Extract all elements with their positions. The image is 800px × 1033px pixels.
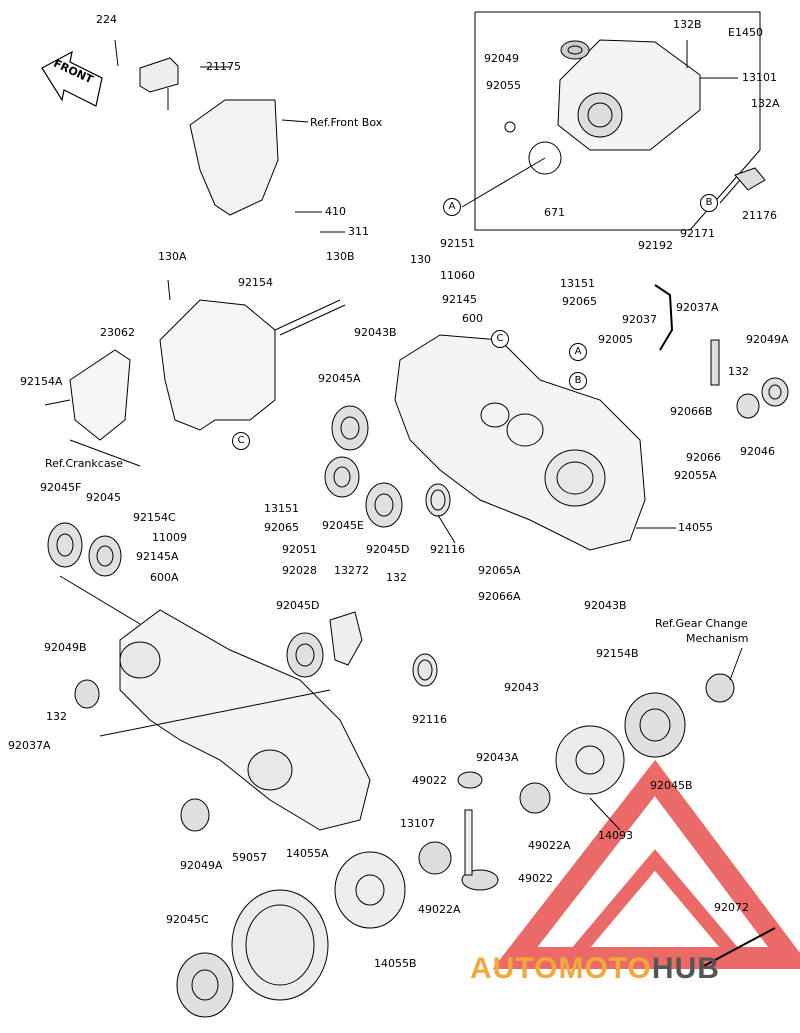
part-label-92037A-lower: 92037A [8,739,51,752]
part-label-92154C: 92154C [133,511,176,524]
part-label-92045E: 92045E [322,519,364,532]
part-label-92043B-lower: 92043B [584,599,627,612]
part-label-92045D: 92045D [366,543,410,556]
inset-frame [474,11,761,231]
part-label-92028: 92028 [282,564,317,577]
part-label-11060: 11060 [440,269,475,282]
diagram-code: E1450 [728,26,763,39]
part-label-14055A: 14055A [286,847,329,860]
part-label-224: 224 [96,13,117,26]
part-label-92043B: 92043B [354,326,397,339]
part-label-92037: 92037 [622,313,657,326]
ref-crankcase: Ref.Crankcase [45,457,124,470]
part-label-92049: 92049 [484,52,519,65]
part-label-92045A: 92045A [318,372,361,385]
part-label-21176: 21176 [742,209,777,222]
callout-a-case: A [569,343,587,361]
part-label-49022A-lower: 49022A [418,903,461,916]
part-label-92065A: 92065A [478,564,521,577]
part-label-92051: 92051 [282,543,317,556]
part-label-11009: 11009 [152,531,187,544]
part-label-92171: 92171 [680,227,715,240]
part-label-92045F: 92045F [40,481,82,494]
part-label-671: 671 [544,206,565,219]
part-label-92116-lower: 92116 [412,713,447,726]
part-label-132-lower: 132 [386,571,407,584]
callout-a: A [443,198,461,216]
part-label-92045B: 92045B [650,779,693,792]
part-label-92005: 92005 [598,333,633,346]
part-label-49022: 49022 [412,774,447,787]
part-label-92045C: 92045C [166,913,209,926]
part-label-132: 132 [728,365,749,378]
part-label-92049A: 92049A [746,333,789,346]
ref-front-box: Ref.Front Box [310,116,383,129]
part-label-92154B: 92154B [596,647,639,660]
part-label-132-left: 132 [46,710,67,723]
callout-b: B [700,194,718,212]
part-label-13151: 13151 [560,277,595,290]
part-label-49022A: 49022A [528,839,571,852]
part-label-410: 410 [325,205,346,218]
part-label-14093: 14093 [598,829,633,842]
part-label-13107: 13107 [400,817,435,830]
part-label-92145A: 92145A [136,550,179,563]
part-label-132B: 132B [673,18,702,31]
part-label-92154A: 92154A [20,375,63,388]
part-label-311: 311 [348,225,369,238]
part-label-92065: 92065 [562,295,597,308]
part-label-14055: 14055 [678,521,713,534]
part-label-13272: 13272 [334,564,369,577]
part-label-92049A-lower: 92049A [180,859,223,872]
part-label-92116: 92116 [430,543,465,556]
watermark-part2: HUB [651,952,720,985]
part-label-92145: 92145 [442,293,477,306]
part-label-92049B: 92049B [44,641,87,654]
part-label-92037A: 92037A [676,301,719,314]
part-label-132A: 132A [751,97,780,110]
watermark-part1: AUTOMOTO [470,952,652,985]
part-label-21175: 21175 [206,60,241,73]
part-label-92065-lower: 92065 [264,521,299,534]
part-label-92055A: 92055A [674,469,717,482]
callout-c-case: C [491,330,509,348]
part-label-13101: 13101 [742,71,777,84]
watermark-logo [492,759,800,969]
part-label-130A: 130A [158,250,187,263]
part-label-92055: 92055 [486,79,521,92]
part-label-130: 130 [410,253,431,266]
part-label-600A: 600A [150,571,179,584]
part-label-92043A: 92043A [476,751,519,764]
part-label-92066: 92066 [686,451,721,464]
part-label-92072: 92072 [714,901,749,914]
callout-c-frame: C [232,432,250,450]
callout-b-case: B [569,372,587,390]
part-label-92154: 92154 [238,276,273,289]
part-label-59057: 59057 [232,851,267,864]
part-label-92066B: 92066B [670,405,713,418]
part-label-92066A: 92066A [478,590,521,603]
part-label-92046: 92046 [740,445,775,458]
part-label-49022-lower: 49022 [518,872,553,885]
part-label-92151: 92151 [440,237,475,250]
front-arrow-icon [41,50,103,107]
part-label-92045: 92045 [86,491,121,504]
part-label-23062: 23062 [100,326,135,339]
part-label-92192: 92192 [638,239,673,252]
part-label-130B: 130B [326,250,355,263]
part-label-92045D-lower: 92045D [276,599,320,612]
ref-gear-change-2: Mechanism [686,632,749,645]
part-label-600: 600 [462,312,483,325]
part-label-92043: 92043 [504,681,539,694]
ref-gear-change-1: Ref.Gear Change [655,617,748,630]
watermark-text: AUTOMOTOHUB [470,952,720,986]
part-label-13151-lower: 13151 [264,502,299,515]
part-label-14055B: 14055B [374,957,417,970]
